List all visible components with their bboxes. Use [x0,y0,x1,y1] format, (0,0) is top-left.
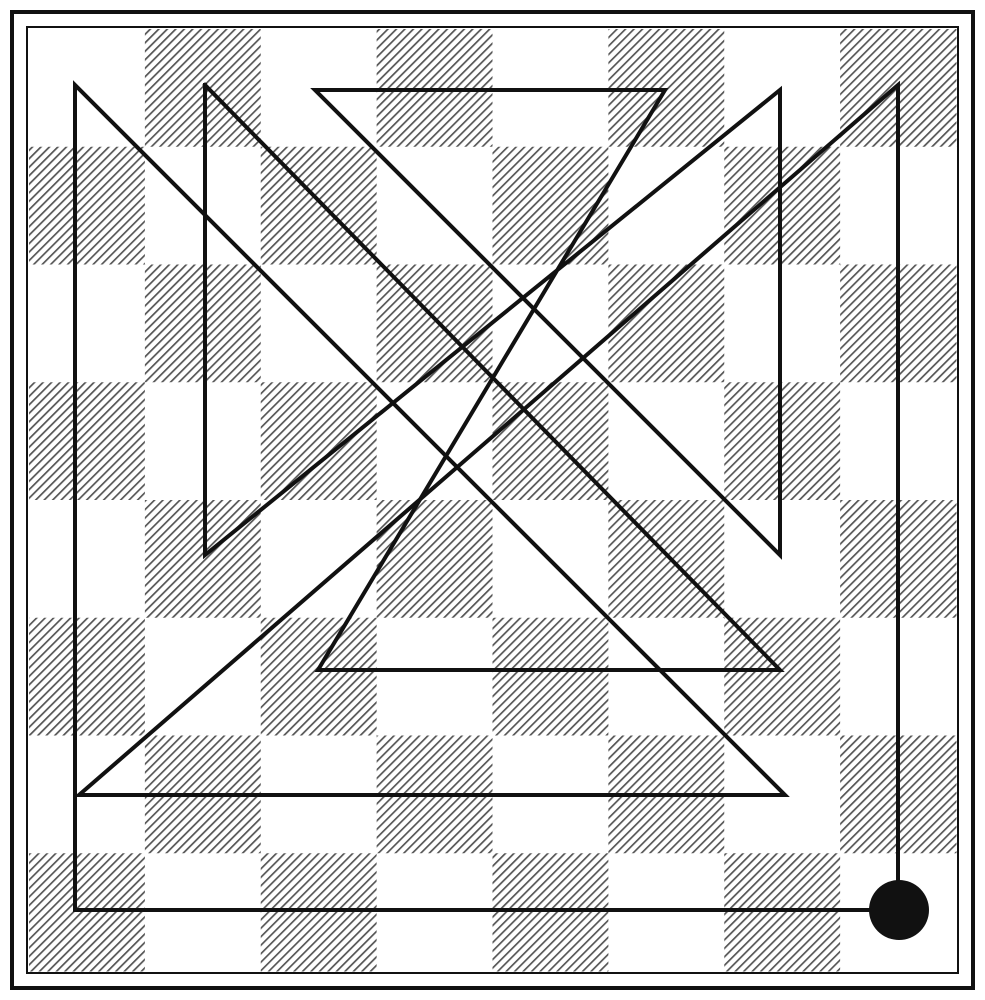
path-end-marker [869,880,929,940]
light-square [144,853,262,972]
tour-path-line [73,80,900,912]
light-square [376,617,494,736]
dark-square [260,382,378,501]
light-square [260,264,378,383]
dark-square [608,264,725,383]
light-square [29,29,146,148]
dark-square [608,500,725,619]
dark-square [724,853,841,972]
light-square [376,146,494,265]
light-square [724,29,841,148]
light-square [144,617,262,736]
dark-square [376,264,494,383]
dark-square [260,853,378,972]
dark-square [29,617,146,736]
dark-square [260,146,378,265]
light-square [608,853,725,972]
light-square [29,264,146,383]
dark-square [492,853,609,972]
light-square [376,853,494,972]
dark-square [724,146,841,265]
dark-square [29,853,146,972]
board-outer-frame [10,10,975,990]
board-inner-frame [26,26,959,974]
dark-square [724,382,841,501]
tour-path-inner-segment [202,82,785,672]
light-square [608,146,725,265]
dark-square [724,617,841,736]
light-square [260,500,378,619]
dark-square [260,617,378,736]
dark-square [492,146,609,265]
dark-square [492,382,609,501]
dark-square [376,500,494,619]
dark-square [492,617,609,736]
light-square [724,264,841,383]
dark-square [29,382,146,501]
light-square [29,500,146,619]
dark-square [29,146,146,265]
